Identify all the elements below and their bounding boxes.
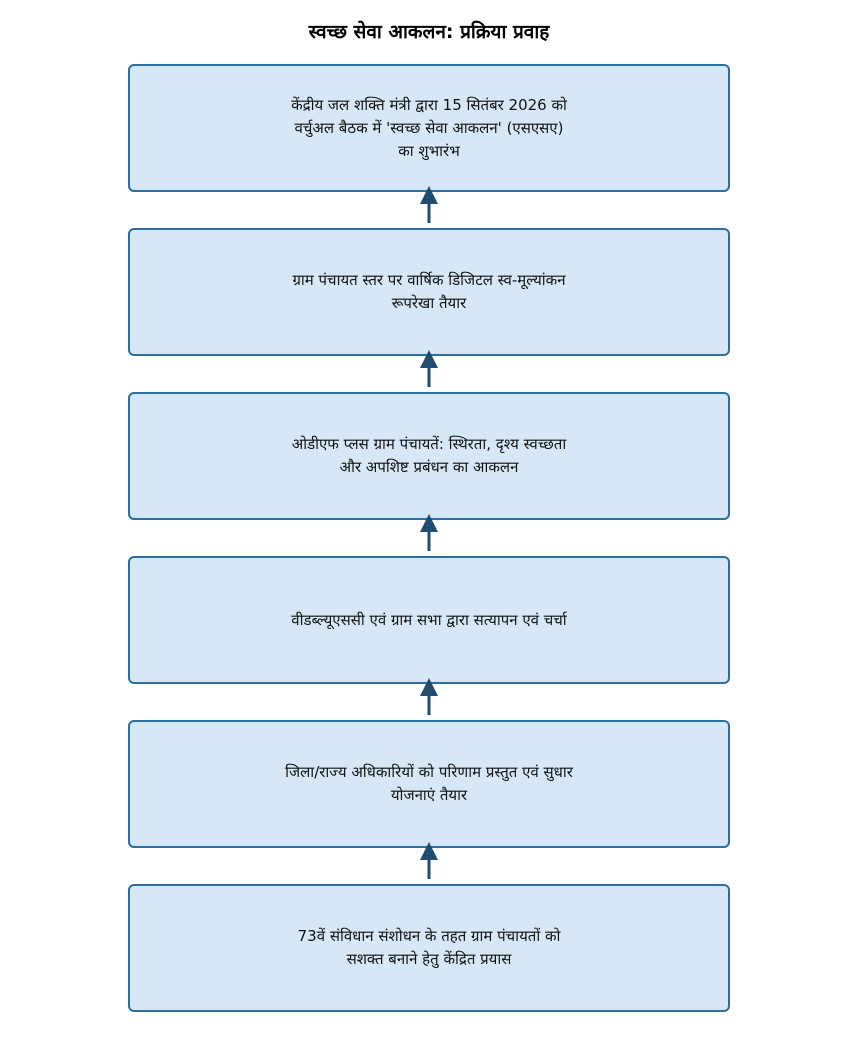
- process-step-5-text: जिला/राज्य अधिकारियों को परिणाम प्रस्तुत…: [285, 763, 573, 804]
- process-step-2: ग्राम पंचायत स्तर पर वार्षिक डिजिटल स्व-…: [128, 228, 730, 356]
- process-step-3: ओडीएफ प्लस ग्राम पंचायतें: स्थिरता, दृश्…: [128, 392, 730, 520]
- process-step-1-text: केंद्रीय जल शक्ति मंत्री द्वारा 15 सितंब…: [291, 95, 567, 160]
- process-step-4: वीडब्ल्यूएससी एवं ग्राम सभा द्वारा सत्या…: [128, 556, 730, 684]
- diagram-title: स्वच्छ सेवा आकलन: प्रक्रिया प्रवाह: [308, 21, 550, 43]
- process-step-1: केंद्रीय जल शक्ति मंत्री द्वारा 15 सितंब…: [128, 64, 730, 192]
- process-step-3-text: ओडीएफ प्लस ग्राम पंचायतें: स्थिरता, दृश्…: [291, 435, 567, 476]
- process-step-5: जिला/राज्य अधिकारियों को परिणाम प्रस्तुत…: [128, 720, 730, 848]
- process-step-4-text: वीडब्ल्यूएससी एवं ग्राम सभा द्वारा सत्या…: [291, 610, 567, 629]
- process-step-2-text: ग्राम पंचायत स्तर पर वार्षिक डिजिटल स्व-…: [292, 271, 566, 312]
- process-step-6: 73वें संविधान संशोधन के तहत ग्राम पंचायत…: [128, 884, 730, 1012]
- process-step-6-text: 73वें संविधान संशोधन के तहत ग्राम पंचायत…: [297, 927, 561, 968]
